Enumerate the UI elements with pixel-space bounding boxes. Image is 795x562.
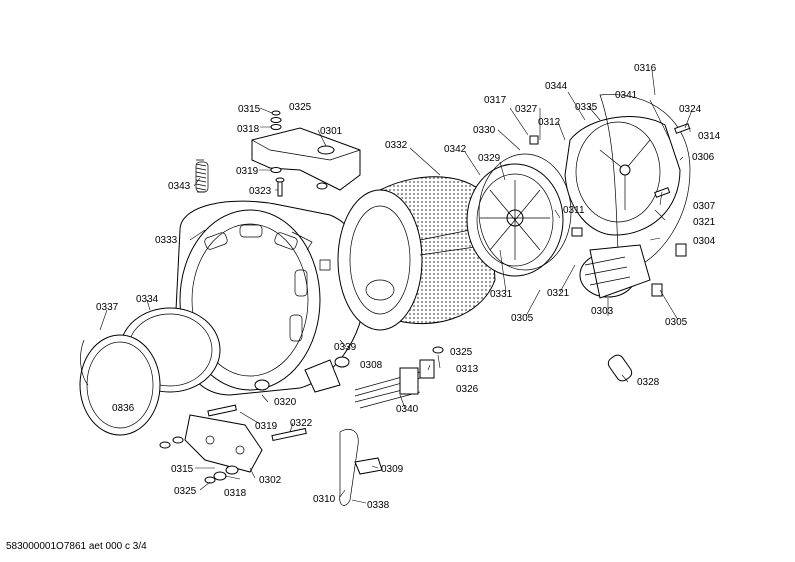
callout-0301: 0301 (320, 126, 343, 137)
document-footer: 583000001O7861 aet 000 c 3/4 (6, 541, 147, 552)
callout-0306: 0306 (692, 152, 715, 163)
callout-0329: 0329 (478, 153, 501, 164)
callout-0314: 0314 (698, 131, 721, 142)
callout-0344: 0344 (545, 81, 568, 92)
tub-feet-0320-0308 (254, 356, 350, 393)
callout-0316: 0316 (634, 63, 657, 74)
callout-0337: 0337 (96, 302, 119, 313)
callout-0322: 0322 (290, 418, 313, 429)
heater-0340 (354, 367, 421, 409)
callout-0317: 0317 (484, 95, 507, 106)
callout-0336: 0336 (112, 403, 135, 414)
callout-0304: 0304 (693, 236, 716, 247)
top-bracket-0301 (251, 127, 361, 191)
hose-clamp-0310 (339, 429, 359, 506)
seal-ring-0330 (478, 153, 572, 271)
callout-0325: 0325 (450, 347, 473, 358)
callout-0320: 0320 (274, 397, 297, 408)
callout-0342: 0342 (444, 144, 467, 155)
callout-0332: 0332 (385, 140, 408, 151)
callout-0327: 0327 (515, 104, 538, 115)
callout-0319: 0319 (236, 166, 259, 177)
callout-0303: 0303 (591, 306, 614, 317)
bolts-0319-0322 (207, 404, 307, 442)
callout-0305: 0305 (665, 317, 688, 328)
callout-0309: 0309 (381, 464, 404, 475)
washers-bottom (159, 436, 239, 484)
callout-labels: 0315 0325 0318 0301 0319 0323 0343 0333 … (96, 63, 721, 511)
callout-0321: 0321 (547, 288, 570, 299)
callout-0315: 0315 (171, 464, 194, 475)
callout-0302: 0302 (259, 475, 282, 486)
callout-0319: 0319 (255, 421, 278, 432)
counterweight-0302 (184, 414, 263, 473)
callout-0335: 0335 (575, 102, 598, 113)
callout-0334: 0334 (136, 294, 159, 305)
callout-0326: 0326 (456, 384, 479, 395)
drive-belt-0316 (599, 94, 691, 271)
callout-0325: 0325 (174, 486, 197, 497)
callout-0308: 0308 (360, 360, 383, 371)
inner-drum-0332 (337, 176, 496, 331)
callout-0328: 0328 (637, 377, 660, 388)
callout-0339: 0339 (334, 342, 357, 353)
callout-0343: 0343 (168, 181, 191, 192)
callout-0318: 0318 (237, 124, 260, 135)
callout-0338: 0338 (367, 500, 390, 511)
callout-0340: 0340 (396, 404, 419, 415)
rear-tub-0335 (564, 116, 681, 236)
callout-0305: 0305 (511, 313, 534, 324)
motor-0303 (579, 244, 651, 299)
callout-0307: 0307 (693, 201, 716, 212)
callout-0331: 0331 (490, 289, 513, 300)
callout-0323: 0323 (249, 186, 272, 197)
callout-0312: 0312 (538, 117, 561, 128)
callout-0333: 0333 (155, 235, 178, 246)
callout-0321: 0321 (693, 217, 716, 228)
callout-0310: 0310 (313, 494, 336, 505)
callout-0325: 0325 (289, 102, 312, 113)
callout-0315: 0315 (238, 104, 261, 115)
screw-0323 (275, 177, 285, 197)
leader-lines (99, 69, 693, 504)
callout-0330: 0330 (473, 125, 496, 136)
callout-0341: 0341 (615, 90, 638, 101)
spring-0343 (195, 159, 209, 193)
callout-0311: 0311 (563, 205, 585, 216)
door-seal-0336 (79, 334, 161, 436)
clip-0309 (354, 457, 383, 475)
callout-0324: 0324 (679, 104, 702, 115)
callout-0318: 0318 (224, 488, 247, 499)
drum-flange-0329 (466, 163, 564, 277)
sensor-0326-0313 (419, 346, 444, 379)
capacitor-0328 (607, 354, 633, 382)
washers-0315-0325-0318 (270, 110, 282, 173)
callout-0313: 0313 (456, 364, 479, 375)
